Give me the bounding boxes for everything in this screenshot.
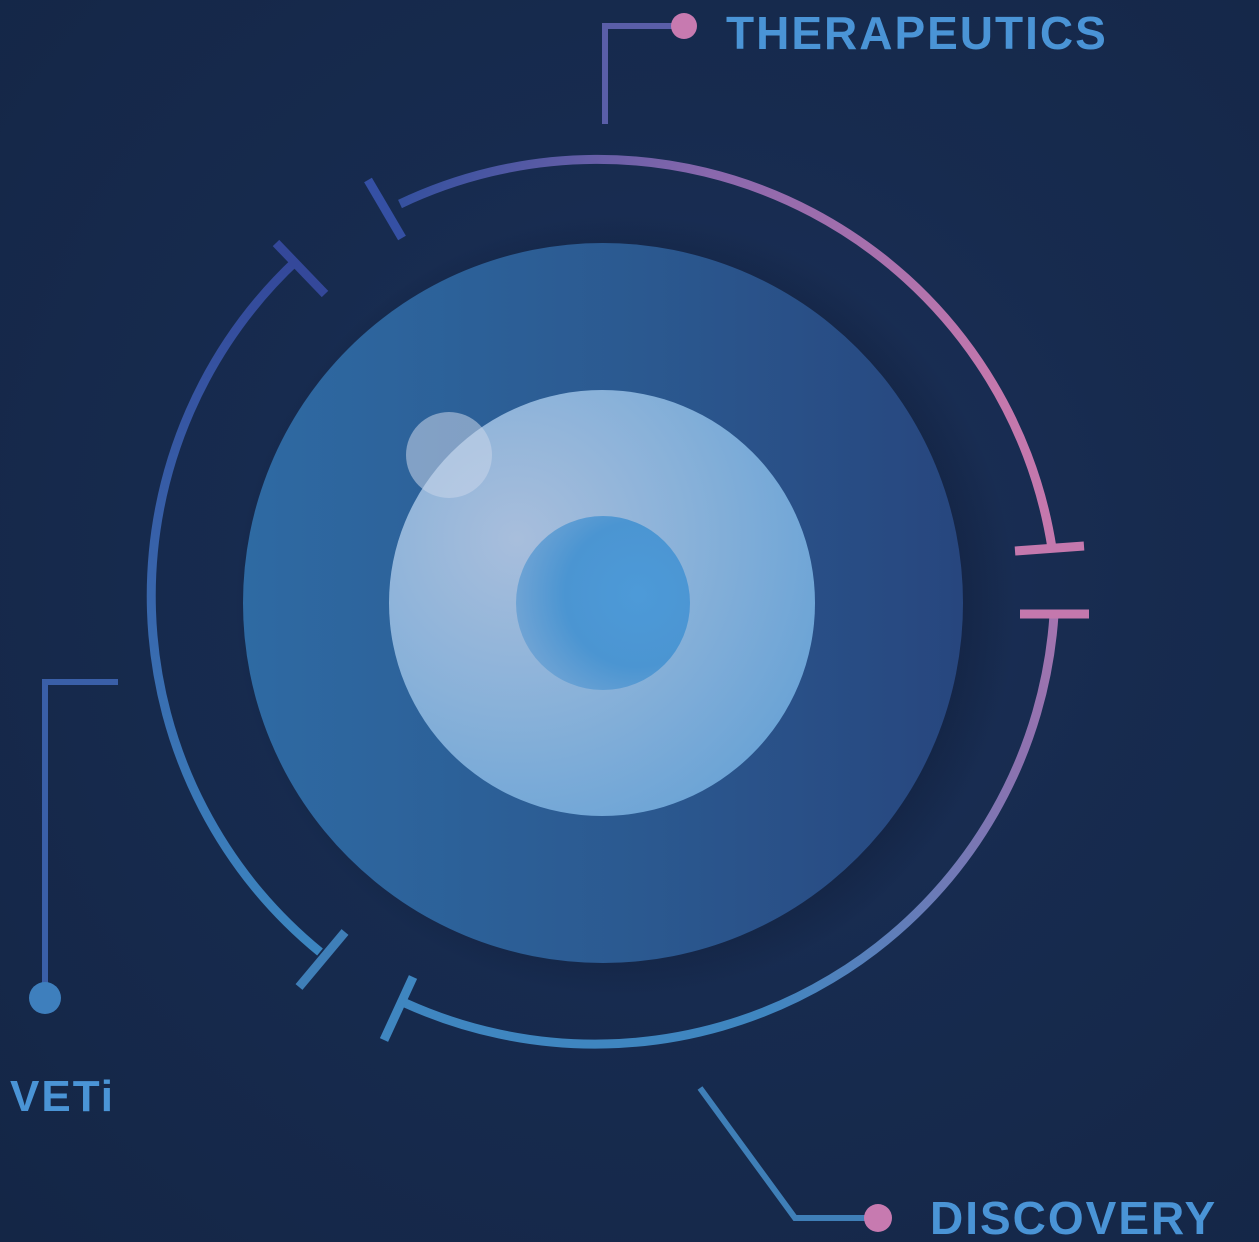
label-discovery: DISCOVERY [930,1192,1218,1242]
connector-therapeutics [602,13,697,124]
core-sphere [516,516,690,690]
ring-segment-discovery [379,609,1089,1049]
label-therapeutics: THERAPEUTICS [726,7,1108,59]
connector-discovery [697,1086,892,1232]
ring-segment-therapeutics [364,154,1085,556]
ring-segment-veti [146,239,349,990]
label-veti: VETi [10,1072,116,1121]
connector-veti [29,679,118,1014]
highlight-bubble [406,412,492,498]
